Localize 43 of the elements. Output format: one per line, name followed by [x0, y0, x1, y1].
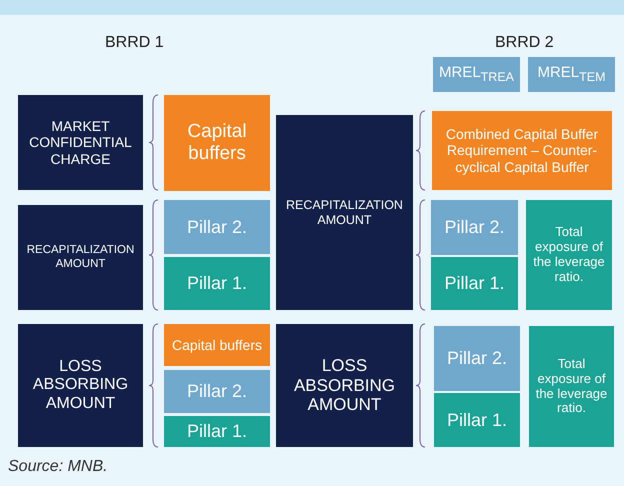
- box-text: RECAPITALIZATION AMOUNT: [285, 198, 404, 227]
- pillar-box: [164, 200, 270, 254]
- box-text: MREL$_{TEM}$: [537, 64, 606, 85]
- box-text: Pillar 2.: [446, 348, 508, 369]
- category-box: [276, 115, 413, 310]
- box-text: LOSS ABSORBING AMOUNT: [292, 356, 396, 415]
- pillar-box: [164, 370, 270, 413]
- column-heading: BRRD 1: [105, 34, 164, 52]
- capital-box: [164, 95, 270, 191]
- box-text: Total exposure of the leverage ratio.: [532, 225, 606, 285]
- category-box: [276, 324, 413, 447]
- pillar-box: [164, 257, 270, 310]
- category-box: [18, 205, 143, 310]
- box-text: Capital buffers: [172, 336, 262, 354]
- box-text: Total exposure of the leverage ratio.: [534, 356, 608, 416]
- pillar-box: [431, 200, 518, 255]
- box-text: Pillar 1.: [444, 273, 505, 294]
- category-box: [18, 324, 143, 447]
- leverage-box: [526, 200, 612, 310]
- box-text: Pillar 2.: [444, 217, 505, 238]
- pillar-box: [164, 416, 270, 447]
- box-text: MARKET CONFIDENTIAL CHARGE: [28, 118, 133, 167]
- box-text: Pillar 2.: [186, 381, 248, 402]
- box-text: RECAPITALIZATION AMOUNT: [26, 244, 136, 271]
- box-text: Pillar 1.: [446, 410, 508, 430]
- box-text: Capital buffers: [186, 121, 248, 165]
- column-heading: BRRD 2: [495, 34, 554, 52]
- box-text: Pillar 1.: [186, 421, 248, 442]
- leverage-box: [529, 326, 614, 447]
- box-text: Combined Capital Buffer Requirement – Counter-cyclical Capital Buffer: [444, 126, 600, 175]
- pillar-box: [434, 326, 520, 391]
- capital-box: [432, 111, 612, 190]
- capital-box: [164, 324, 270, 366]
- box-text: Pillar 1.: [186, 273, 248, 294]
- pillar-box: [431, 257, 518, 310]
- pillar-box: [434, 393, 520, 447]
- label-box: [528, 57, 615, 92]
- source-note: Source: MNB.: [8, 458, 108, 476]
- label-box: [433, 57, 520, 92]
- box-text: LOSS ABSORBING AMOUNT: [32, 358, 130, 414]
- category-box: [18, 95, 143, 190]
- box-text: Pillar 2.: [186, 216, 248, 238]
- box-text: MREL$_{TREA}$: [438, 64, 514, 85]
